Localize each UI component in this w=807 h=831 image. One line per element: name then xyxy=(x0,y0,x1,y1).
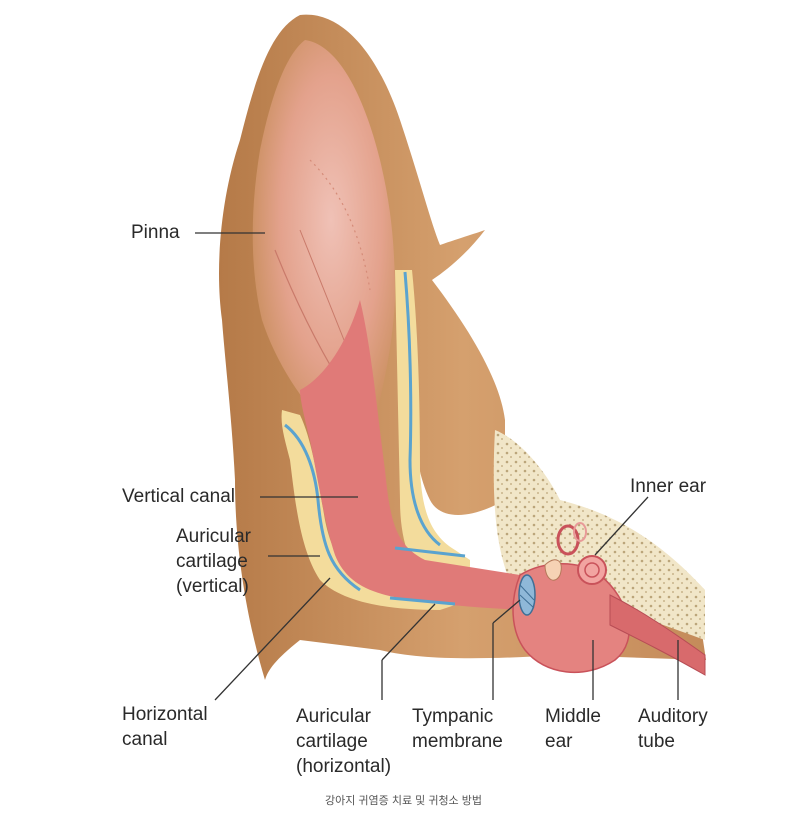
label-auricular-cartilage-vertical: Auricular cartilage (vertical) xyxy=(176,524,251,599)
label-horizontal-canal: Horizontal canal xyxy=(122,702,208,752)
label-inner-ear: Inner ear xyxy=(630,474,706,499)
ear-anatomy-illustration xyxy=(0,0,807,790)
label-vertical-canal: Vertical canal xyxy=(122,484,235,509)
label-auricular-cartilage-horizontal: Auricular cartilage (horizontal) xyxy=(296,704,391,779)
label-tympanic-membrane: Tympanic membrane xyxy=(412,704,503,754)
label-pinna: Pinna xyxy=(131,220,180,245)
cochlea xyxy=(578,556,606,584)
label-middle-ear: Middle ear xyxy=(545,704,601,754)
label-auditory-tube: Auditory tube xyxy=(638,704,708,754)
tympanic-membrane xyxy=(519,575,535,615)
image-caption: 강아지 귀염증 치료 및 귀청소 방법 xyxy=(0,792,807,808)
